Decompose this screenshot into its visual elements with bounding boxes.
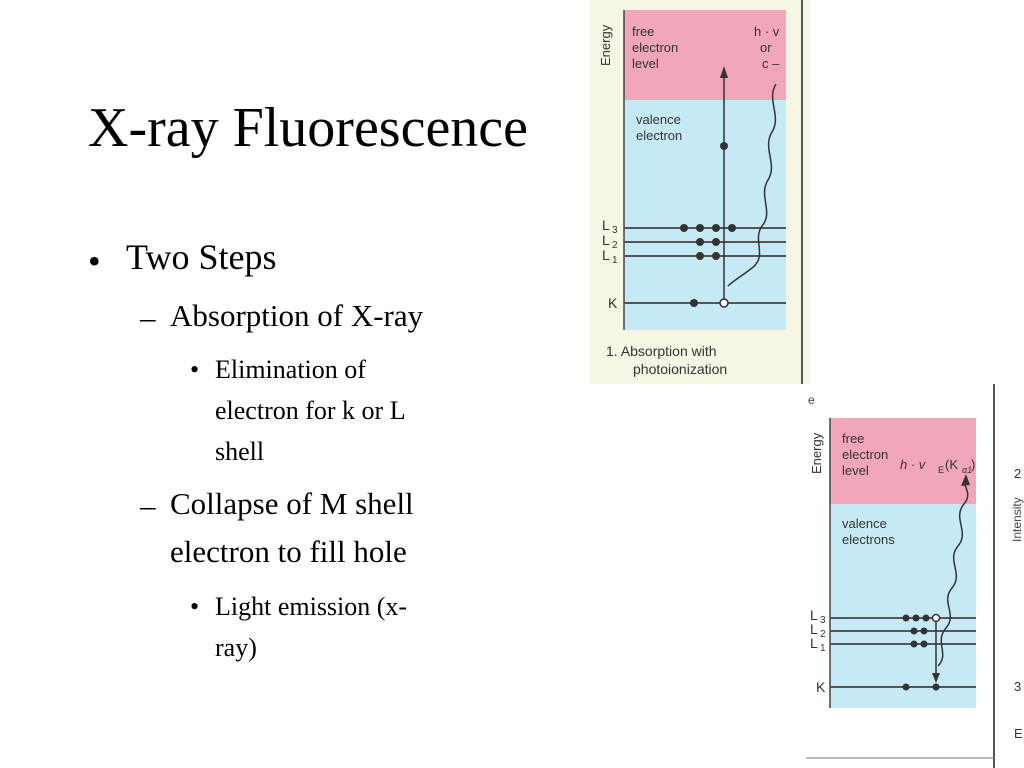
sub-subbullet-elimination-line: Elimination of [215, 355, 366, 384]
right-tick-label: 2 [1014, 466, 1021, 481]
level-k-label: K [608, 295, 618, 311]
valence-label-line: valence [842, 516, 887, 531]
valence-label-line: valence [636, 112, 681, 127]
transition-arrowhead [932, 673, 940, 683]
electron [912, 614, 920, 622]
valence-label-line: electron [636, 128, 682, 143]
incoming-photon-wave [727, 83, 777, 287]
slide-title: X-ray Fluorescence [88, 97, 529, 159]
right-tick-label: E [1014, 726, 1023, 741]
free-label-line: free [842, 431, 864, 446]
electron [712, 238, 720, 246]
free-electron-band [830, 418, 976, 504]
level-l3-letter: L [810, 607, 818, 623]
valence-band [624, 100, 786, 330]
new-vacancy-hole [931, 613, 941, 623]
bullet-marker: • [190, 355, 200, 384]
dash-marker: – [140, 300, 156, 335]
electrons [902, 614, 940, 691]
electron [712, 252, 720, 260]
bullet-marker: • [190, 592, 200, 621]
photon-label: h · v [900, 457, 927, 472]
caption-line: 1. Absorption with [606, 343, 717, 359]
corner-label: e [808, 393, 815, 407]
electron [696, 252, 704, 260]
electron [920, 627, 928, 635]
subbullet-collapse-line: Collapse of M shell [170, 486, 414, 521]
sub-subbullet-elimination-line: electron for k or L [215, 396, 406, 425]
ejection-arrowhead [720, 66, 728, 78]
electron [680, 224, 688, 232]
free-electron-band [624, 10, 786, 100]
free-label-line: free [632, 24, 654, 39]
free-label-line: electron [632, 40, 678, 55]
electron [910, 627, 918, 635]
bullet-marker: • [88, 241, 101, 281]
level-l2-letter: L [810, 621, 818, 637]
sub-subbullet-emission-line: ray) [215, 633, 257, 662]
dash-marker: – [140, 488, 156, 523]
subbullet-absorption: Absorption of X-ray [170, 298, 424, 333]
energy-axis-label: Energy [809, 432, 824, 474]
electron [728, 224, 736, 232]
photon-label-line: c – [762, 56, 780, 71]
level-l2-sub: 2 [612, 240, 618, 251]
photon-label-line: h · v [754, 24, 780, 39]
right-tick-label: 3 [1014, 679, 1021, 694]
level-l1-sub: 1 [612, 255, 618, 266]
sub-subbullet-emission-line: Light emission (x- [215, 592, 408, 621]
level-l2-letter: L [602, 232, 610, 248]
electron [920, 640, 928, 648]
vacancy-hole [719, 298, 729, 308]
level-l1-letter: L [602, 247, 610, 263]
photon-label-paren: (K [945, 457, 958, 472]
free-label-line: level [842, 463, 869, 478]
valence-label-line: electrons [842, 532, 895, 547]
level-l1-letter: L [810, 635, 818, 651]
filled-electron [932, 683, 940, 691]
electron [902, 614, 910, 622]
electron [690, 299, 698, 307]
level-l2-sub: 2 [820, 629, 826, 640]
level-l1-sub: 1 [820, 643, 826, 654]
level-k-label: K [816, 679, 826, 695]
valence-band [830, 504, 976, 708]
intensity-axis-label: Intensity [1010, 497, 1024, 542]
electron [696, 224, 704, 232]
sub-subbullet-elimination-line: shell [215, 437, 265, 466]
electron [922, 614, 930, 622]
photon-label-greek: α1 [962, 465, 972, 475]
energy-axis-label: Energy [598, 24, 613, 66]
electron [902, 683, 910, 691]
free-label-line: level [632, 56, 659, 71]
level-l3-sub: 3 [612, 225, 618, 236]
photon-label-sub: E [938, 465, 944, 475]
bullet-two-steps: Two Steps [126, 237, 277, 277]
level-l3-letter: L [602, 217, 610, 233]
level-l3-sub: 3 [820, 615, 826, 626]
electron [712, 224, 720, 232]
subbullet-collapse-line: electron to fill hole [170, 534, 407, 569]
caption-line: photoionization [633, 361, 727, 377]
emitted-photon-wave [937, 479, 969, 667]
photon-arrowhead [961, 474, 970, 486]
photon-label-line: or [760, 40, 772, 55]
photon-label-close: ) [971, 457, 975, 472]
absorption-diagram: Energy free electron level h · v or c – … [590, 0, 810, 384]
electrons [680, 142, 736, 307]
electron [696, 238, 704, 246]
free-label-line: electron [842, 447, 888, 462]
emission-diagram: e Energy free electron level h · v E (K … [806, 384, 1024, 768]
electron [910, 640, 918, 648]
